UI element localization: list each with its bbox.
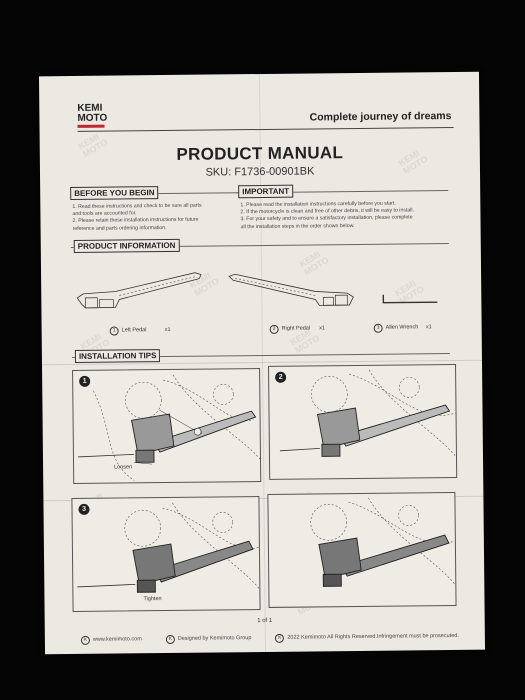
step-2-panel: 2 [268,363,458,480]
allen-wrench-drawing [382,294,438,304]
logo-accent-bar [77,124,105,128]
step-4-panel [267,491,457,608]
product-info-heading: PRODUCT INFORMATION [73,238,180,253]
brand-logo: KEMI MOTO [77,103,108,128]
important-text: 1. Please read the installation instruct… [240,200,415,230]
step-3-illustration [77,502,260,593]
installation-heading: INSTALLATION TIPS [74,349,161,363]
logo-line-2: MOTO [77,112,108,124]
sku-label: SKU: F1736-00901BK [205,165,315,179]
header-divider [77,126,454,132]
step-1-panel: 1 1 Loosen [72,368,262,484]
step-4-illustration [310,497,456,587]
step-3-panel: 3 Tighten [71,496,261,612]
step-1-illustration [77,374,261,481]
right-pedal-drawing [228,273,354,306]
step-2-illustration [279,369,457,458]
before-heading: BEFORE YOU BEGIN [70,186,159,200]
step-1-note: Loosen [114,464,133,471]
left-pedal-drawing [76,272,202,309]
step-1-callout: 1 [199,429,203,435]
step-3-note: Tighten [143,596,162,603]
important-heading: IMPORTANT [238,184,294,199]
slogan: Complete journey of dreams [309,110,452,124]
before-text: 1. Read these instructions and check to … [72,202,202,232]
